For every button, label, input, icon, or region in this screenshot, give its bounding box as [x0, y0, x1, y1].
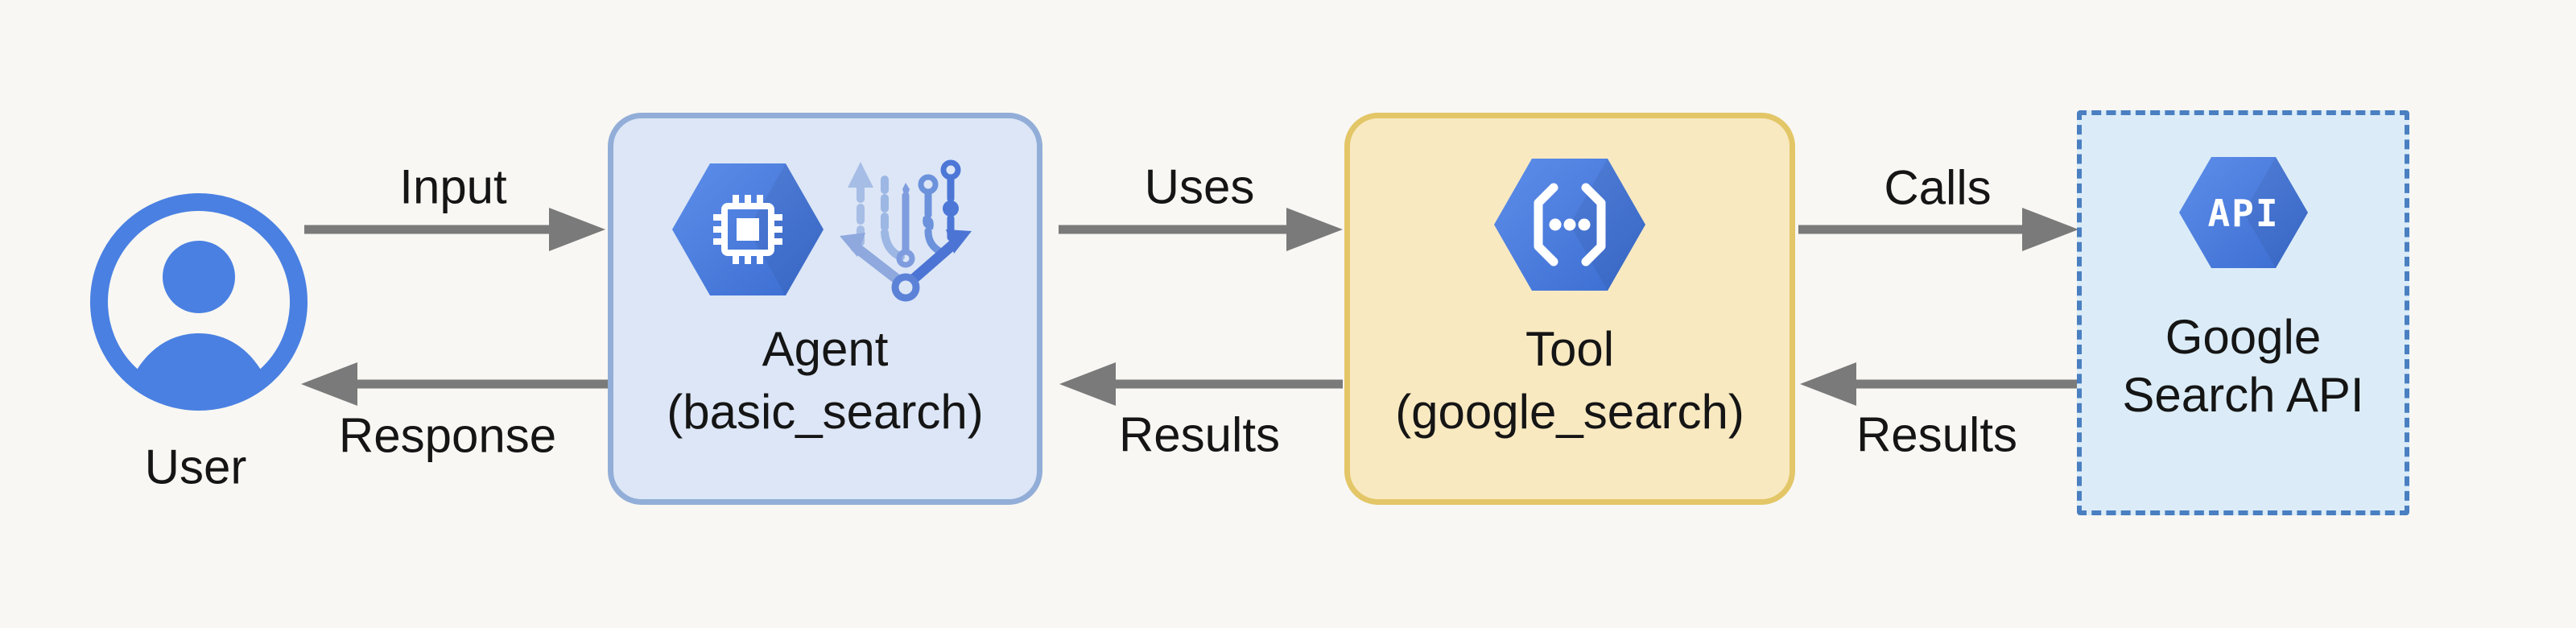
- arrow-results-tool-agent: [1059, 362, 1343, 406]
- arrow-results-api-tool: [1800, 362, 2079, 406]
- tool-node: Tool (google_search): [1344, 113, 1795, 505]
- edge-label-response: Response: [338, 408, 557, 463]
- edge-label-results-api-tool: Results: [1856, 407, 2018, 462]
- decision-tree-icon: [840, 159, 972, 302]
- agent-label: Agent (basic_search): [613, 318, 1037, 444]
- tool-subtitle: (google_search): [1395, 385, 1744, 439]
- google-search-api-node: API Google Search API: [2077, 110, 2409, 515]
- tool-icons: [1350, 159, 1790, 291]
- arrow-input: [304, 208, 605, 251]
- api-hex-label: API: [2207, 192, 2279, 235]
- edge-label-calls: Calls: [1884, 160, 1992, 215]
- edge-label-input: Input: [399, 159, 507, 214]
- user-label: User: [144, 440, 247, 494]
- cpu-hexagon-icon: [672, 163, 824, 295]
- tool-title: Tool: [1525, 322, 1615, 376]
- tool-label: Tool (google_search): [1350, 318, 1790, 444]
- api-title: Google: [2165, 310, 2322, 364]
- person-circle-icon: [90, 193, 308, 411]
- arrow-response: [301, 362, 608, 406]
- agent-node: Agent (basic_search): [608, 113, 1042, 505]
- arrow-uses: [1059, 208, 1343, 251]
- api-icons: API: [2082, 157, 2405, 268]
- edge-label-results-tool-agent: Results: [1118, 407, 1281, 462]
- agent-icons: [613, 152, 1037, 304]
- edge-label-uses: Uses: [1144, 159, 1255, 214]
- agent-subtitle: (basic_search): [667, 385, 984, 439]
- api-subtitle: Search API: [2122, 368, 2364, 422]
- agent-title: Agent: [762, 322, 889, 376]
- arrow-calls: [1798, 208, 2079, 251]
- code-brackets-hexagon-icon: [1494, 159, 1645, 291]
- api-label: Google Search API: [2082, 308, 2405, 424]
- api-hexagon-icon: API: [2178, 157, 2308, 268]
